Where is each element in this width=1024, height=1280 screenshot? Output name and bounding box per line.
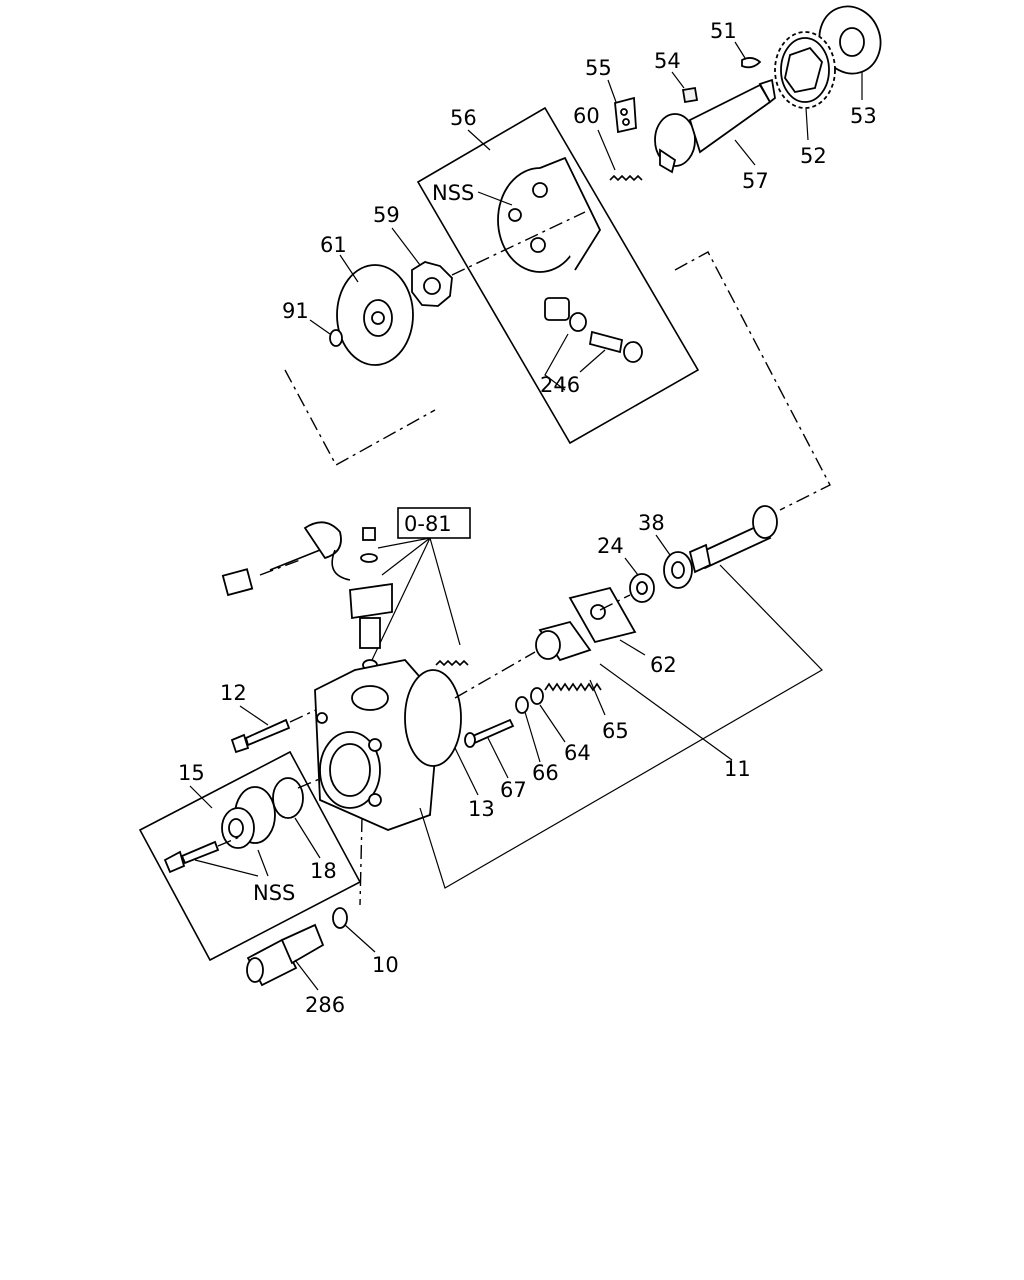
callout-13: 13 — [468, 797, 495, 821]
callout-61: 61 — [320, 233, 347, 257]
callout-246: 246 — [540, 373, 580, 397]
group-box-56 — [416, 106, 700, 445]
callout-11: 11 — [724, 757, 751, 781]
part-66-washer — [515, 696, 529, 714]
part-12-bolt — [230, 718, 291, 754]
part-10-washer — [332, 907, 348, 929]
callout-66: 66 — [532, 761, 559, 785]
callout-56: 56 — [450, 106, 477, 130]
callout-54: 54 — [654, 49, 681, 73]
callout-0-81: 0-81 — [404, 512, 452, 536]
part-65-spring — [544, 682, 602, 692]
part-55-plate — [614, 96, 637, 134]
callout-nss-bottom: NSS — [253, 881, 295, 905]
callout-67: 67 — [500, 778, 527, 802]
part-drive-shaft — [688, 505, 778, 574]
part-spring-small — [435, 659, 469, 667]
part-53-washer — [818, 5, 882, 75]
callout-51: 51 — [710, 19, 737, 43]
part-56-cam-plate — [497, 156, 602, 273]
part-solenoid-valve — [349, 527, 393, 671]
callout-59: 59 — [373, 203, 400, 227]
part-67-pin — [464, 718, 515, 748]
callout-64: 64 — [564, 741, 591, 765]
callout-286: 286 — [305, 993, 345, 1017]
callout-57: 57 — [742, 169, 769, 193]
callout-38: 38 — [638, 511, 665, 535]
callout-nss-top: NSS — [432, 181, 474, 205]
callout-91: 91 — [282, 299, 309, 323]
part-24-washer — [629, 573, 655, 603]
part-60-spring — [609, 174, 643, 182]
label-box-0-81 — [397, 507, 471, 539]
part-bolt-nss — [163, 840, 220, 874]
part-61-disc — [336, 264, 414, 366]
callout-12: 12 — [220, 681, 247, 705]
part-57-drive-shaft — [654, 78, 776, 174]
callout-62: 62 — [650, 653, 677, 677]
part-wire-connector — [221, 521, 351, 597]
callout-60: 60 — [573, 104, 600, 128]
part-59-coupling — [411, 261, 453, 307]
part-91-washer — [329, 329, 343, 347]
callout-10: 10 — [372, 953, 399, 977]
part-38-washer — [663, 551, 693, 589]
part-18-o-ring — [272, 777, 304, 819]
callout-52: 52 — [800, 144, 827, 168]
part-52-gear — [774, 31, 836, 109]
part-64-washer — [530, 687, 544, 705]
callout-65: 65 — [602, 719, 629, 743]
part-286-fitting — [246, 923, 325, 987]
callout-55: 55 — [585, 56, 612, 80]
part-11-head — [535, 620, 592, 662]
part-54-key — [681, 86, 699, 104]
part-13-o-ring — [404, 669, 462, 767]
part-62-gasket — [568, 586, 637, 644]
callout-53: 53 — [850, 104, 877, 128]
callout-24: 24 — [597, 534, 624, 558]
part-15-plug — [221, 786, 276, 849]
part-246-rollers — [544, 297, 643, 363]
callout-15: 15 — [178, 761, 205, 785]
part-51-key — [741, 57, 762, 69]
callout-18: 18 — [310, 859, 337, 883]
